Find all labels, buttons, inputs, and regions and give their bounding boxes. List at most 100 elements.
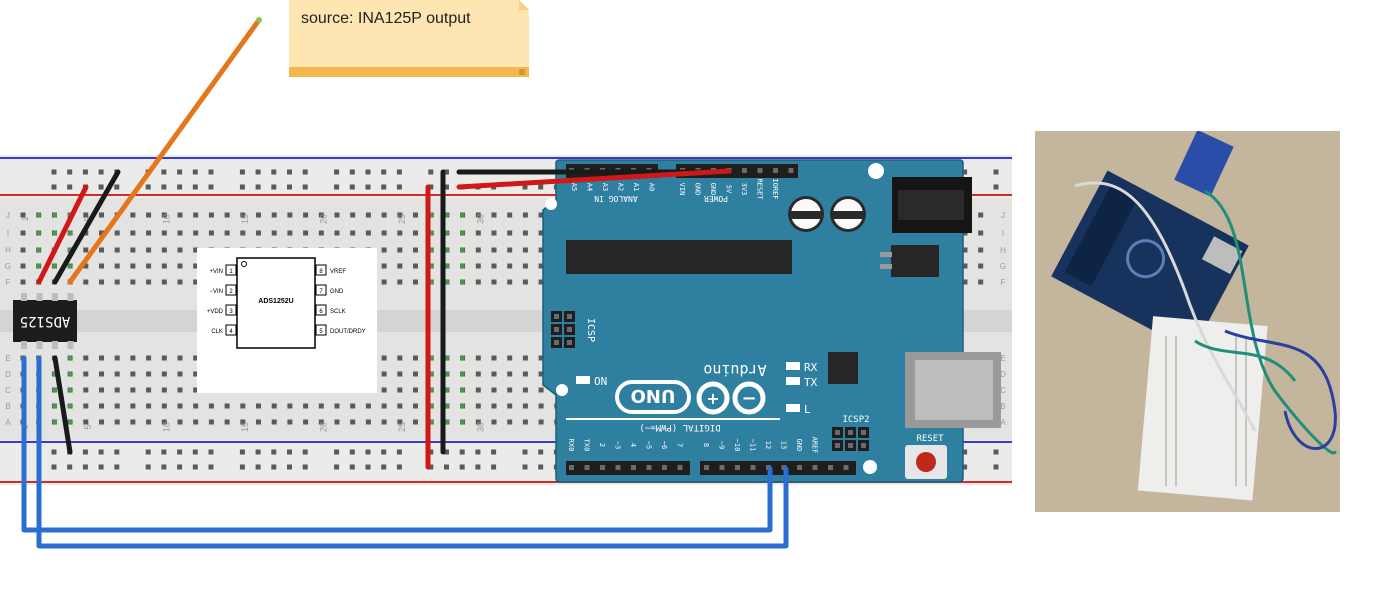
header-pin [812, 465, 818, 470]
breadboard-hole [99, 263, 104, 269]
breadboard-hole [208, 230, 214, 236]
infinity-logo-icon: + − [696, 381, 766, 415]
breadboard-hole [491, 403, 497, 409]
rail-hole [114, 449, 120, 455]
breadboard-hole [114, 279, 120, 285]
wire-black-gnd [52, 169, 121, 285]
note-card: source: INA125P output [289, 0, 529, 77]
power-pin-label: 3V3 [740, 183, 748, 196]
analog-pin-label: A4 [586, 183, 594, 191]
digital-pin-label: ~9 [718, 441, 726, 449]
row-letter: D [1000, 370, 1006, 379]
connected-hole [52, 230, 57, 236]
breadboard-hole [83, 387, 89, 393]
breadboard-hole [240, 419, 246, 425]
reset-button-cap[interactable] [916, 452, 936, 472]
rail-hole [239, 184, 245, 190]
digital-pin-label: 8 [702, 443, 710, 447]
svg-text:+: + [706, 389, 719, 408]
row-letter: J [1001, 211, 1005, 220]
chip-label: ADS125 [20, 313, 71, 329]
breadboard-hole [350, 230, 356, 236]
breadboard-hole [397, 355, 403, 361]
digital-pin-label: RX0 [567, 439, 575, 452]
breadboard-hole [303, 212, 309, 218]
breadboard-hole [177, 279, 183, 285]
rail-hole [459, 464, 465, 470]
breadboard-hole [413, 387, 418, 393]
breadboard-hole [224, 403, 230, 409]
rail-hole [491, 464, 497, 470]
connected-hole [52, 263, 57, 269]
header-pin [742, 168, 747, 173]
breadboard-hole [491, 247, 497, 253]
rail-hole [67, 169, 73, 175]
pin-box [225, 284, 237, 296]
rail-hole [522, 184, 528, 190]
rail-hole [962, 449, 968, 455]
digital-pin-label: 7 [676, 443, 684, 447]
column-number-bottom: 5 [83, 424, 93, 429]
rail-hole [255, 169, 261, 175]
row-letter: F [1001, 278, 1006, 287]
header-pin [843, 465, 849, 470]
breadboard-hole [413, 230, 418, 236]
breadboard-hole [287, 212, 293, 218]
row-letter: D [5, 370, 11, 379]
pin-box [225, 304, 237, 316]
breadboard-hole [224, 230, 230, 236]
chip-pin [52, 293, 58, 301]
connected-hole [444, 263, 450, 269]
rail-hole [51, 464, 57, 470]
analog-pin-label: A3 [601, 183, 609, 191]
breadboard-hole [130, 279, 136, 285]
breadboard-hole [114, 230, 120, 236]
analog-pin-label: A2 [617, 183, 625, 191]
wire-blue-dout [36, 355, 789, 549]
breadboard-hole [114, 371, 120, 377]
rail-hole [475, 464, 481, 470]
wire-red-5v-arduino [456, 168, 732, 190]
column-number-top: 15 [240, 214, 250, 224]
breadboard-hole [522, 387, 528, 393]
breadboard-hole [146, 247, 152, 253]
breadboard-hole [20, 279, 26, 285]
connected-hole [460, 419, 465, 425]
icsp-pin-metal [567, 327, 572, 332]
column-number-bottom: 15 [240, 422, 250, 432]
breadboard-hole [177, 371, 183, 377]
icsp-pin-metal [567, 314, 572, 319]
breadboard-hole [318, 419, 324, 425]
rail-hole [161, 184, 167, 190]
breadboard-hole [538, 355, 544, 361]
breadboard-hole [507, 403, 513, 409]
breadboard-hole [397, 403, 403, 409]
breadboard-hole [161, 355, 167, 361]
connected-hole [460, 279, 465, 285]
rail-hole [255, 184, 261, 190]
column-number-bottom: 10 [161, 422, 171, 432]
connected-hole [67, 403, 73, 409]
breadboard-photo [1035, 131, 1340, 512]
connected-hole [444, 387, 450, 393]
icsp-pin-metal [554, 314, 559, 319]
breadboard-hole [161, 230, 167, 236]
rail-hole [396, 449, 402, 455]
digital-pin-label: 2 [598, 443, 606, 447]
breadboard-hole [146, 419, 152, 425]
note-resize-handle[interactable] [519, 69, 525, 75]
breadboard-hole [522, 212, 528, 218]
rail-hole [302, 184, 308, 190]
breadboard-hole [193, 387, 199, 393]
pin-name: +VIN [209, 269, 223, 275]
breadboard-hole [146, 403, 152, 409]
column-number-top: 1 [20, 216, 30, 221]
pin1-marker [241, 261, 247, 267]
connected-hole [36, 247, 41, 253]
breadboard-hole [130, 212, 136, 218]
header-pin [757, 168, 763, 173]
power-pin-label: GND [694, 183, 702, 196]
breadboard-hole [20, 230, 26, 236]
brand-label: Arduino [703, 361, 766, 379]
breadboard-hole [83, 355, 89, 361]
